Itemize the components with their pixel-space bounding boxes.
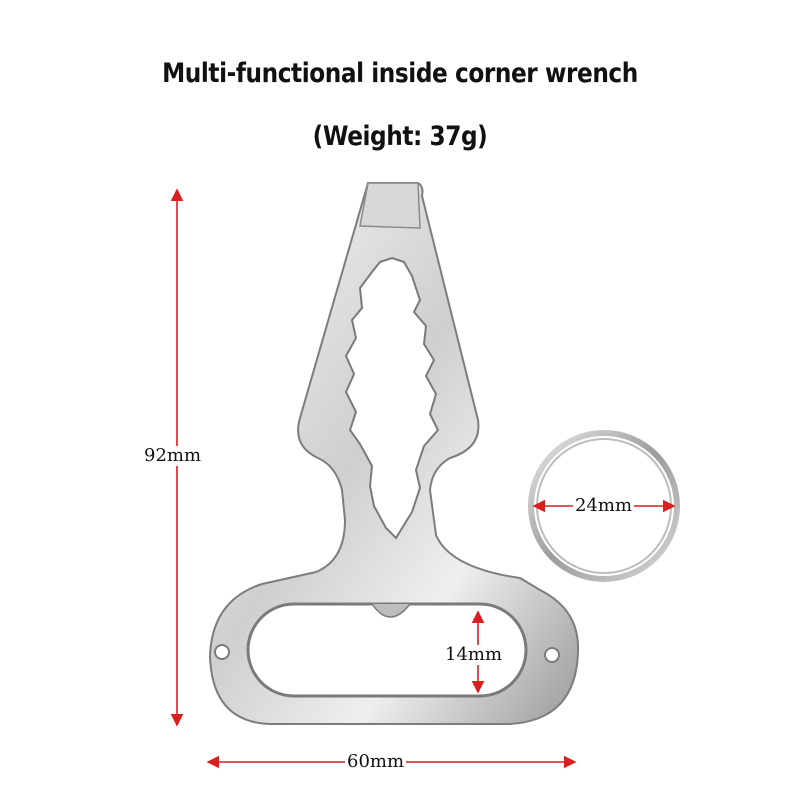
product-weight: (Weight: 37g): [312, 121, 488, 152]
hole-label: 14mm: [443, 644, 505, 665]
ring-diameter-label: 24mm: [573, 495, 635, 516]
product-title: Multi-functional inside corner wrench: [162, 58, 638, 89]
wrench-body: [208, 182, 580, 725]
height-label: 92mm: [142, 445, 204, 466]
width-label: 60mm: [345, 751, 407, 772]
